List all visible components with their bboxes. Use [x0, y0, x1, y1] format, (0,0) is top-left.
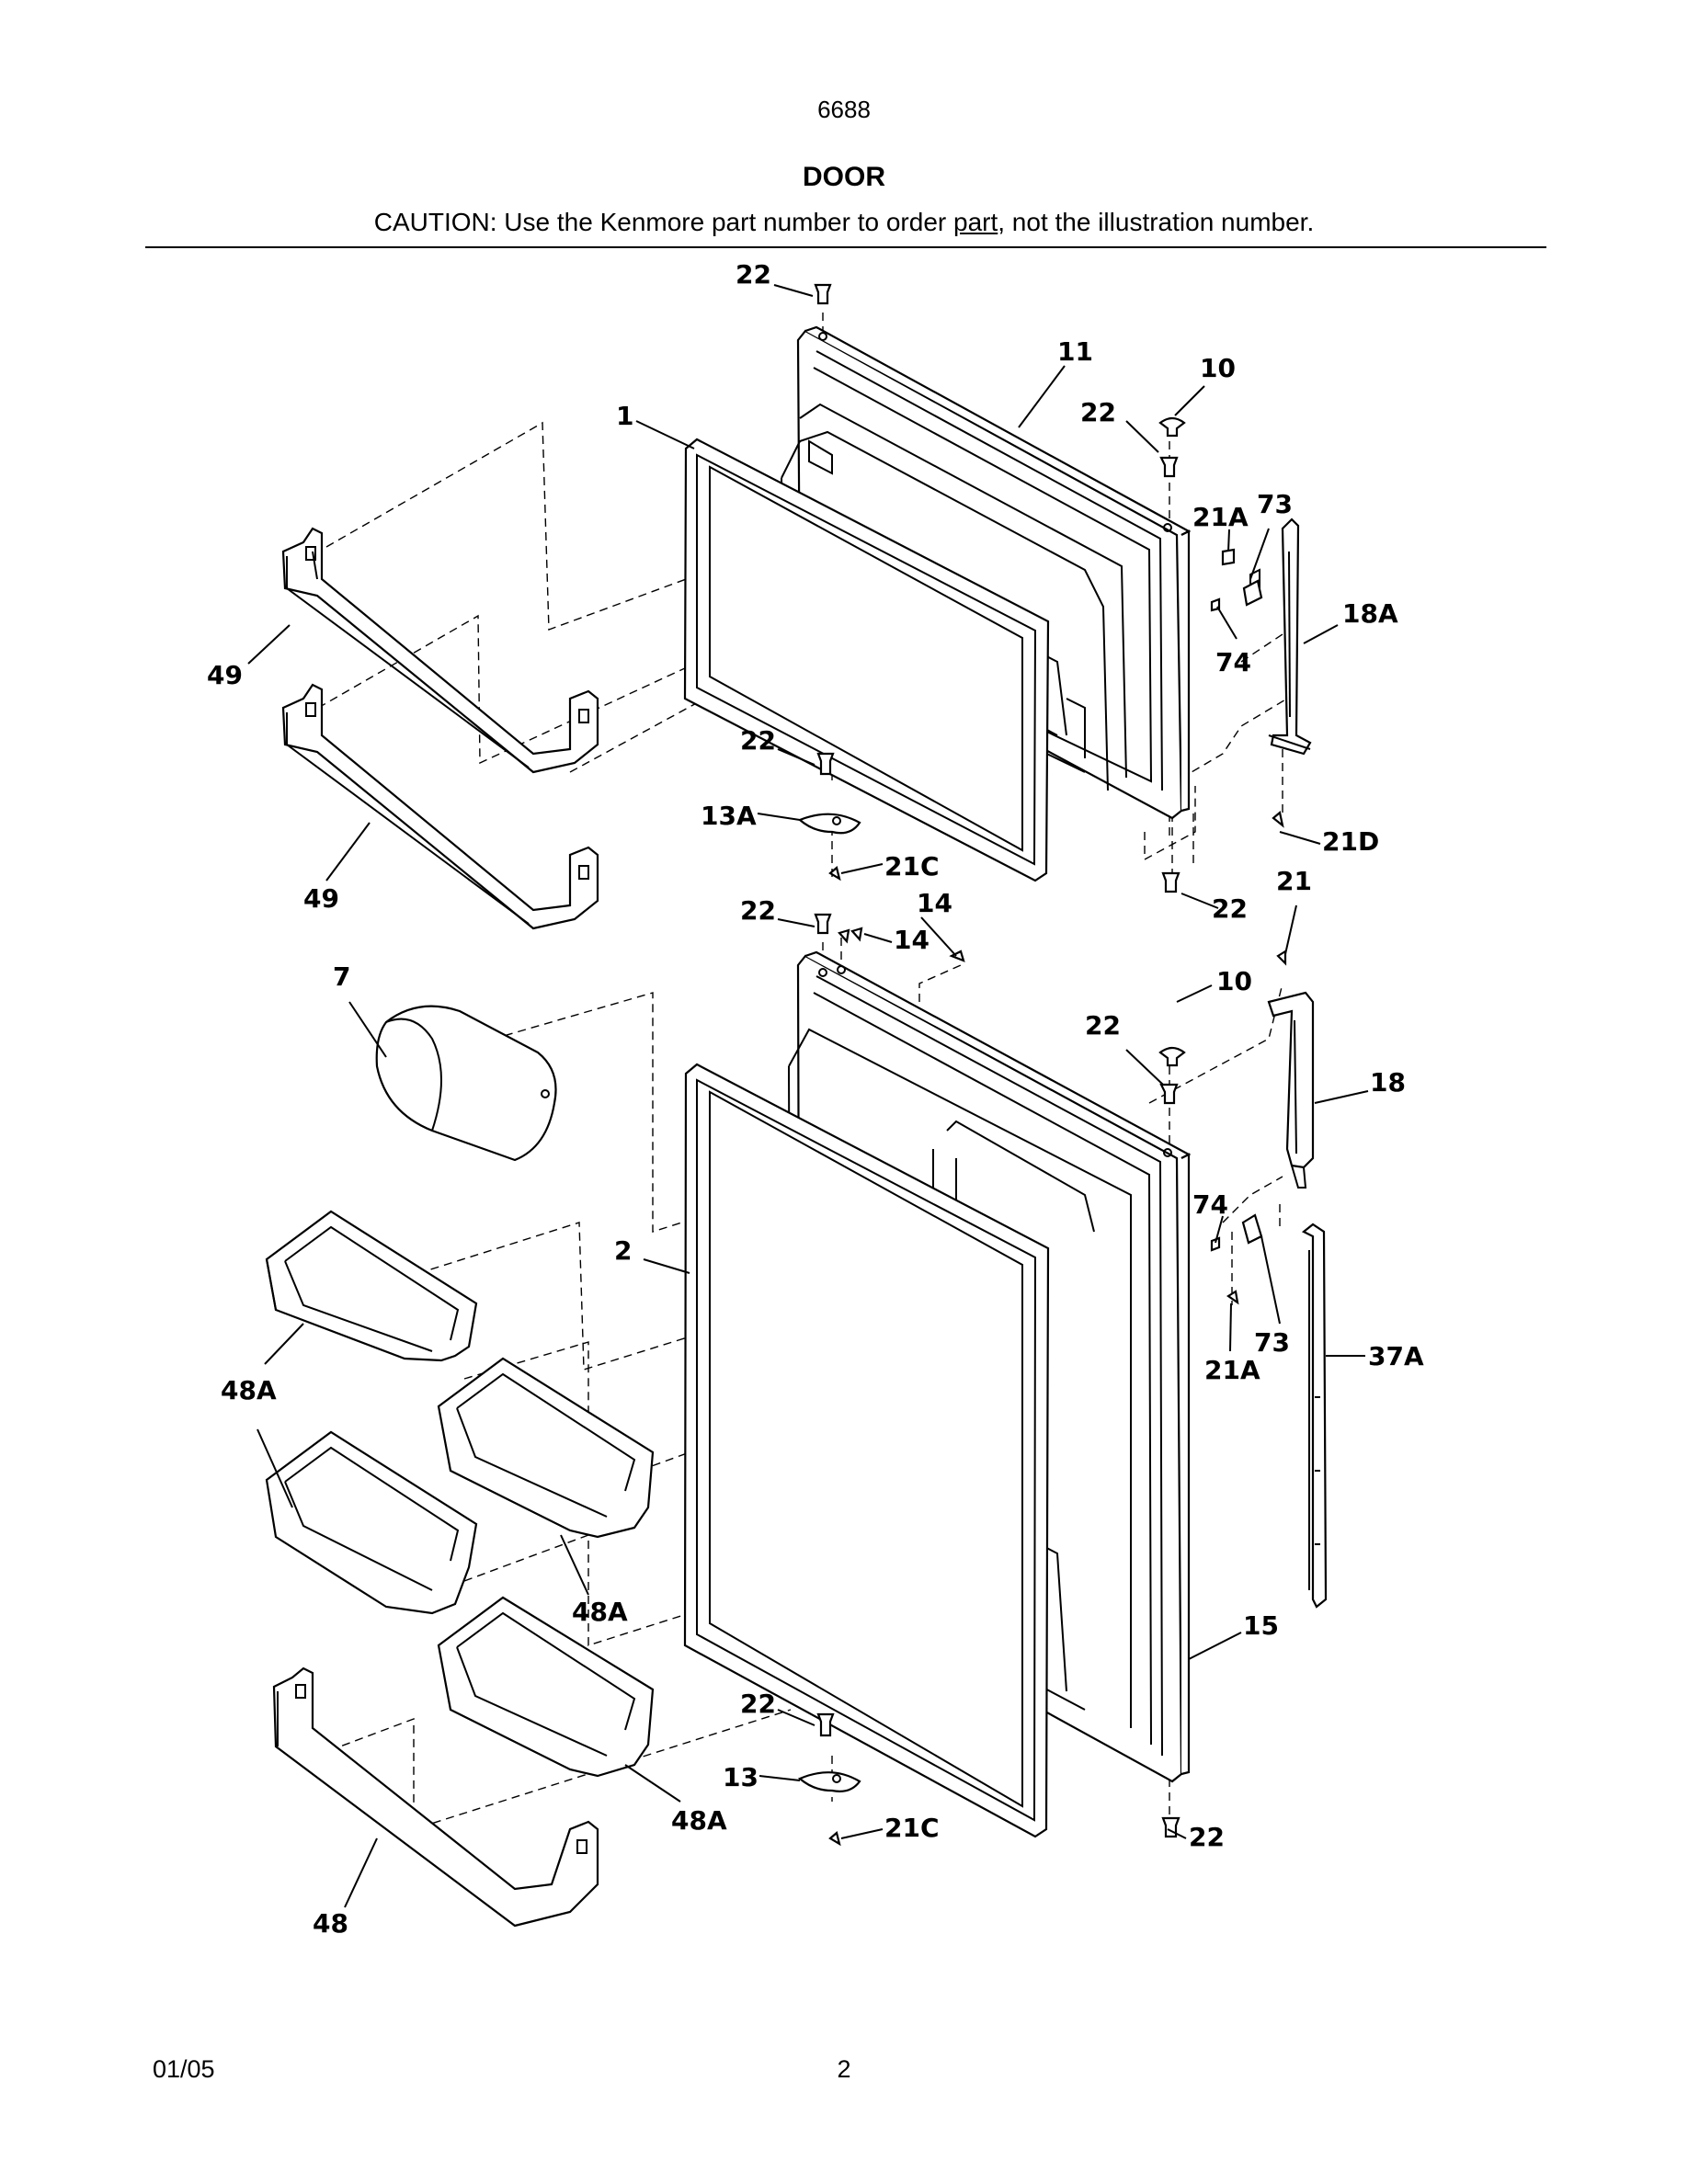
door-bin-middle-left	[265, 1430, 478, 1615]
callout-labels: 22 11 10 22 1 21A 73 18A 74 49 49 22 13A…	[207, 259, 1424, 1939]
callout-label: 21A	[1204, 1355, 1260, 1385]
callout-label: 22	[740, 1689, 776, 1719]
header-divider	[145, 246, 1546, 248]
fresh-food-door-gasket	[683, 1063, 1050, 1838]
callout-label: 21	[1276, 866, 1312, 896]
callout-label: 48A	[572, 1597, 628, 1627]
callout-leaders	[247, 284, 1369, 1908]
callout-label: 22	[740, 895, 776, 926]
callout-label: 14	[894, 925, 930, 955]
freezer-door-gasket	[683, 438, 1050, 882]
page-title: DOOR	[803, 162, 885, 192]
door-bin-middle-right	[437, 1357, 655, 1539]
callout-label: 21C	[884, 851, 940, 882]
callout-label: 73	[1254, 1327, 1290, 1358]
callout-label: 15	[1243, 1610, 1279, 1641]
door-shelf-bar-bottom	[272, 1666, 599, 1928]
door-bin-lower-right	[437, 1596, 655, 1778]
footer-page-number: 2	[837, 2055, 851, 2083]
callout-label: 48	[313, 1908, 348, 1939]
callout-label: 22	[1085, 1010, 1121, 1041]
fresh-food-door-hardware	[797, 913, 1287, 1847]
callout-label: 48A	[221, 1375, 277, 1405]
callout-label: 13	[723, 1762, 758, 1792]
caution-text-start: CAUTION: Use the Kenmore part number to …	[373, 208, 953, 236]
callout-label: 22	[1189, 1822, 1225, 1852]
callout-label: 22	[736, 259, 771, 290]
callout-label: 22	[740, 725, 776, 756]
caution-note: CAUTION: Use the Kenmore part number to …	[0, 208, 1688, 237]
callout-label: 13A	[701, 801, 757, 831]
freezer-door-hardware	[797, 283, 1284, 893]
callout-label: 21D	[1322, 826, 1379, 857]
door-shelf-bar-middle	[281, 683, 599, 930]
door-shelf-bar-upper	[281, 527, 599, 774]
caution-underlined-word: part	[953, 208, 998, 236]
callout-label: 22	[1080, 397, 1116, 427]
callout-label: 1	[616, 401, 633, 431]
callout-label: 37A	[1368, 1341, 1424, 1371]
callout-label: 21C	[884, 1813, 940, 1843]
callout-label: 74	[1215, 647, 1251, 677]
callout-label: 49	[207, 660, 243, 690]
callout-label: 73	[1257, 489, 1293, 519]
caution-text-end: , not the illustration number.	[998, 208, 1315, 236]
door-bin-upper-left	[265, 1210, 478, 1362]
callout-label: 2	[614, 1235, 632, 1266]
callout-label: 22	[1212, 893, 1248, 924]
callout-label: 48A	[671, 1805, 727, 1836]
callout-label: 10	[1200, 353, 1236, 383]
door-trim-strip	[1301, 1223, 1328, 1609]
callout-label: 14	[917, 888, 952, 918]
callout-label: 10	[1216, 966, 1252, 996]
callout-label: 49	[303, 883, 339, 914]
handle-bracket-lower	[1267, 991, 1315, 1189]
callout-label: 7	[333, 961, 350, 992]
callout-label: 21A	[1192, 502, 1249, 532]
callout-label: 18A	[1342, 598, 1398, 629]
callout-label: 18	[1370, 1067, 1406, 1098]
model-number: 6688	[817, 96, 871, 123]
dairy-compartment-bin	[375, 1005, 557, 1162]
footer-date: 01/05	[153, 2055, 215, 2083]
callout-label: 74	[1192, 1189, 1228, 1220]
callout-label: 11	[1057, 336, 1093, 367]
